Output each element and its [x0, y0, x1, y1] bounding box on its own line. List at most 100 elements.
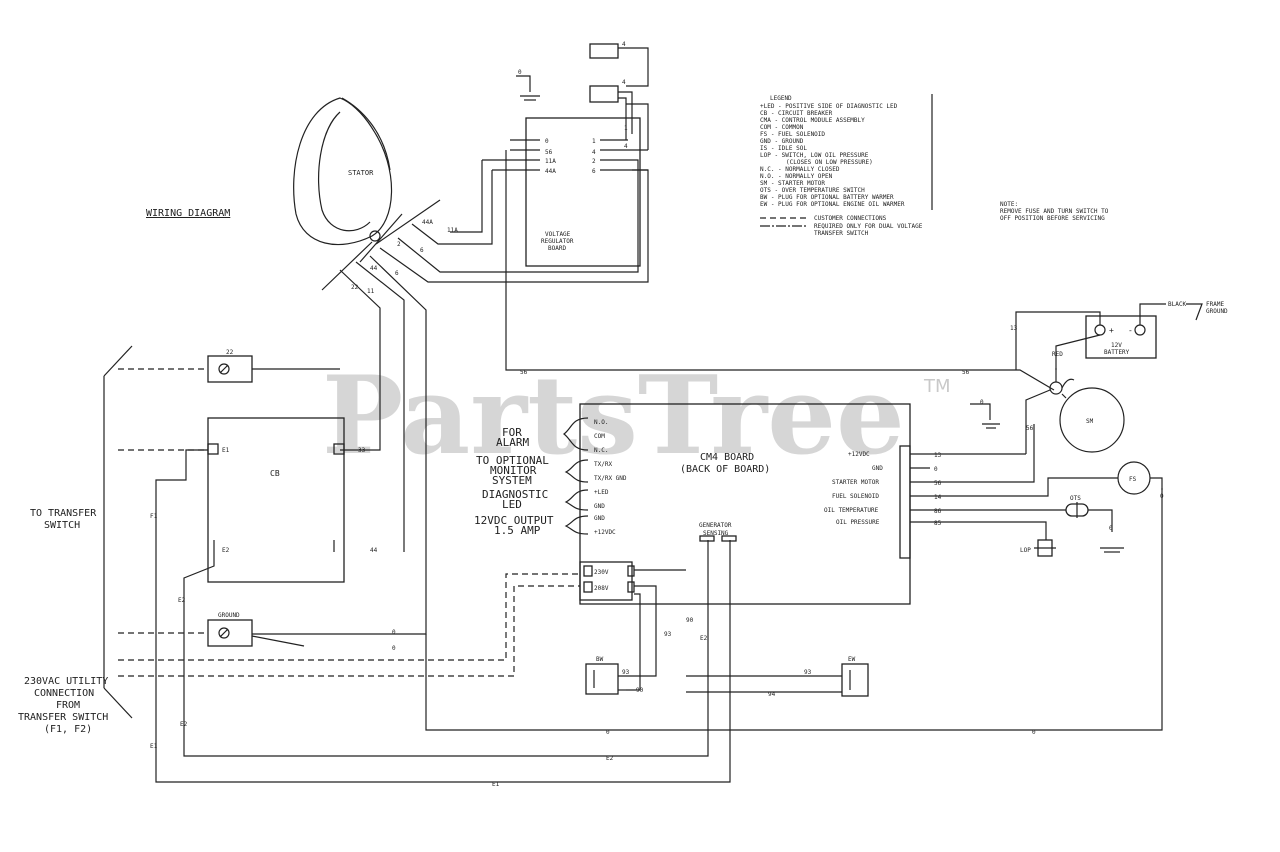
cm4-board-subtitle: (BACK OF BOARD): [680, 464, 770, 475]
wire-label-44a: 44A: [422, 219, 433, 226]
fs-label: FS: [1129, 476, 1137, 483]
battery-plus: +: [1109, 326, 1114, 335]
legend-item-11: N.O. - NORMALLY OPEN: [760, 173, 833, 180]
wire-label-e2-sensing: E2: [700, 635, 708, 642]
battery-minus: -: [1128, 326, 1133, 335]
cb-terminal-e2: E2: [222, 547, 230, 554]
stator-connector-icon: [369, 230, 381, 242]
wire-label-90-bw: 90: [636, 687, 644, 694]
rwire-13: 13: [934, 452, 942, 459]
cm4-rpin-12vdc: +12VDC: [848, 451, 870, 458]
legend-dual-voltage-2: TRANSFER SWITCH: [814, 230, 869, 237]
legend-customer-connections: CUSTOMER CONNECTIONS: [814, 215, 887, 222]
wire-label-0-reg-ground: 0: [518, 69, 522, 76]
legend-heading: LEGEND: [770, 95, 792, 102]
wire-label-1: 1: [624, 125, 628, 132]
frame-ground-label-2: GROUND: [1206, 308, 1228, 315]
wire-label-13-battery: 13: [1010, 325, 1018, 332]
legend-item-6: GND - GROUND: [760, 138, 804, 145]
legend-item-12: SM - STARTER MOTOR: [760, 180, 825, 187]
cm4-pin-txrx: TX/RX: [594, 461, 612, 468]
wire-label-4b: 4: [622, 79, 626, 86]
note-line-1: REMOVE FUSE AND TURN SWITCH TO: [1000, 208, 1109, 215]
ground-label: GROUND: [218, 612, 240, 619]
wire-label-e1-bottom: E1: [492, 781, 500, 788]
wire-label-94: 94: [768, 691, 776, 698]
gen-sensing-label-2: SENSING: [703, 530, 729, 537]
cm4-pin-led: +LED: [594, 489, 609, 496]
reg-terminal-56: 56: [545, 149, 553, 156]
regulator-label-1: VOLTAGE: [545, 231, 571, 238]
reg-terminal-6: 6: [592, 168, 596, 175]
cm4-208v: 208V: [594, 585, 609, 592]
legend-item-4: COM - COMMON: [760, 124, 804, 131]
wire-label-4c: 4: [624, 143, 628, 150]
wire-label-0-right-ground: 0: [980, 399, 984, 406]
ground-screw-icon: [218, 627, 230, 639]
watermark: PartsTree: [322, 353, 905, 479]
wire-label-93-ew: 93: [804, 669, 812, 676]
wire-label-0-ots: 0: [1109, 525, 1113, 532]
rwire-0: 0: [934, 466, 938, 473]
reg-terminal-2: 2: [592, 158, 596, 165]
regulator-label-2: REGULATOR: [541, 238, 574, 245]
cm4-230v: 230V: [594, 569, 609, 576]
reg-terminal-1: 1: [592, 138, 596, 145]
transfer-switch-label-2: SWITCH: [44, 520, 80, 531]
sm-label: SM: [1086, 418, 1094, 425]
watermark-trademark: TM: [923, 376, 951, 397]
legend-item-7: IS - IDLE SOL: [760, 145, 807, 152]
rwire-85: 85: [934, 520, 942, 527]
cm4-right-pins: +12VDC GND STARTER MOTOR FUEL SOLENOID O…: [824, 451, 883, 526]
utility-label-4: TRANSFER SWITCH: [18, 712, 108, 723]
utility-label-3: FROM: [56, 700, 80, 711]
led-label-1: DIAGNOSTIC: [482, 488, 548, 501]
utility-label-2: CONNECTION: [34, 688, 94, 699]
reg-terminal-11a: 11A: [545, 158, 556, 165]
wire-label-e2-left: E2: [178, 597, 186, 604]
legend-item-14: BW - PLUG FOR OPTIONAL BATTERY WARMER: [760, 194, 894, 201]
wire-label-44: 44: [370, 265, 378, 272]
monitor-label-2: MONITOR: [490, 464, 537, 477]
reg-terminal-0: 0: [545, 138, 549, 145]
legend-item-15: EW - PLUG FOR OPTIONAL ENGINE OIL WARMER: [760, 201, 905, 208]
wire-label-e2-low: E2: [180, 721, 188, 728]
stator: STATOR: [293, 97, 393, 246]
cm4-rpin-gnd: GND: [872, 465, 883, 472]
cm4-right-wires: 13 0 56 14 86 85: [934, 452, 942, 527]
wire-label-90-top: 90: [686, 617, 694, 624]
alarm-label-1: FOR: [502, 426, 522, 439]
note: NOTE: REMOVE FUSE AND TURN SWITCH TO OFF…: [1000, 201, 1109, 222]
cb-terminal-33: 33: [358, 447, 366, 454]
legend-item-10: N.C. - NORMALLY CLOSED: [760, 166, 840, 173]
wire-label-f1: F1: [150, 513, 158, 520]
regulator-label-3: BOARD: [548, 245, 566, 252]
utility-label-5: (F1, F2): [44, 724, 92, 735]
wire-label-0-bottom-right: 0: [1032, 729, 1036, 736]
legend-item-9: (CLOSES ON LOW PRESSURE): [786, 159, 873, 166]
stator-label: STATOR: [348, 169, 374, 177]
wire-label-0-ground: 0: [392, 629, 396, 636]
dc-output-label-2: 1.5 AMP: [494, 524, 541, 537]
cm4-pin-gnd-2: GND: [594, 515, 605, 522]
cb-terminal-e1: E1: [222, 447, 230, 454]
cm4-pin-12vdc: +12VDC: [594, 529, 616, 536]
wire-label-22: 22: [351, 284, 359, 291]
circuit-breaker-box: CB E1 33 E2 44: [207, 417, 378, 583]
wire-label-56-left: 56: [520, 369, 528, 376]
legend-item-8: LOP - SWITCH, LOW OIL PRESSURE: [760, 152, 869, 159]
transfer-switch-label-1: TO TRANSFER: [30, 508, 97, 519]
frame-ground-label-1: FRAME: [1206, 301, 1224, 308]
legend-item-1: +LED - POSITIVE SIDE OF DIAGNOSTIC LED: [760, 103, 898, 110]
fuse-icon: [218, 363, 230, 375]
diagram-title: WIRING DIAGRAM: [146, 208, 230, 219]
wire-label-e1-low: E1: [150, 743, 158, 750]
wire-label-11a: 11A: [447, 227, 458, 234]
dc-output-label-1: 12VDC OUTPUT: [474, 514, 554, 527]
utility-label-1: 230VAC UTILITY: [24, 676, 108, 687]
battery-label-2: BATTERY: [1104, 349, 1130, 356]
legend-item-5: FS - FUEL SOLENOID: [760, 131, 825, 138]
gen-sensing-label-1: GENERATOR: [699, 522, 732, 529]
ew-label: EW: [848, 656, 856, 663]
cm4-left-pins: N.O. COM N.C. TX/RX TX/RX GND +LED GND G…: [594, 419, 627, 536]
